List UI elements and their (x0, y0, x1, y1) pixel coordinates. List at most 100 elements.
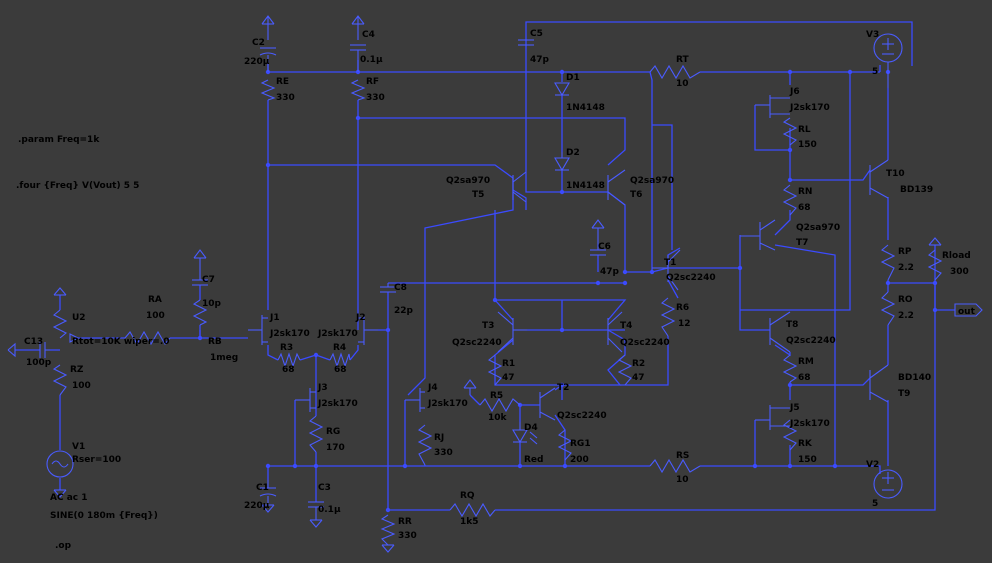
label-Rload-value: 300 (950, 267, 969, 277)
label-V2-name: V2 (866, 460, 879, 470)
param-directive[interactable]: .param Freq=1k (18, 135, 100, 145)
resistor-R1 (487, 354, 503, 386)
bjt-T7 (740, 219, 776, 251)
label-C3-name: C3 (318, 483, 331, 493)
label-D4-name: D4 (524, 423, 538, 433)
label-C8-value: 22p (394, 306, 414, 316)
label-RL-value: 150 (798, 140, 817, 150)
label-J5-value: J2sk170 (789, 419, 830, 429)
label-RO-value: 2.2 (898, 311, 914, 321)
label-T8-value: Q2sc2240 (786, 336, 836, 346)
bjt-T9 (869, 364, 889, 403)
resistor-RG1 (557, 429, 573, 461)
label-T4-name: T4 (620, 321, 632, 331)
label-T2-value: Q2sc2240 (557, 411, 607, 421)
label-C4-name: C4 (362, 30, 375, 40)
label-T7-value: Q2sa970 (796, 223, 840, 233)
label-RA-value: 100 (146, 311, 165, 321)
potentiometer-U2 (52, 309, 79, 343)
label-R2-value: 47 (632, 373, 645, 383)
label-T2-name: T2 (557, 383, 569, 393)
jfet-J2 (358, 315, 378, 345)
label-T6-name: T6 (630, 190, 642, 200)
label-C5-name: C5 (530, 29, 543, 39)
resistor-R2 (617, 354, 633, 386)
label-RL-name: RL (798, 125, 811, 135)
diode-symbols (512, 82, 570, 445)
out-net-flag[interactable]: out (954, 303, 983, 317)
label-RS-name: RS (676, 451, 689, 461)
label-RB-value: 1meg (210, 353, 238, 363)
label-RF-name: RF (366, 77, 379, 87)
label-RQ-value: 1k5 (460, 517, 479, 527)
resistor-R6 (660, 297, 676, 337)
label-RE-name: RE (276, 77, 289, 87)
label-R5-value: 10k (488, 413, 508, 423)
capacitor-C1 (259, 480, 277, 505)
label-RB-name: RB (208, 337, 222, 347)
resistor-R3 (277, 352, 301, 368)
label-T8-name: T8 (786, 320, 798, 330)
label-C2-value: 220µ (244, 57, 270, 67)
op-directive[interactable]: .op (55, 541, 72, 551)
capacitor-C5 (518, 39, 534, 46)
capacitor-C2 (259, 47, 277, 72)
label-J3-value: J2sk170 (317, 399, 358, 409)
resistor-RE (260, 79, 276, 101)
label-RP-name: RP (898, 247, 912, 257)
label-RJ-value: 330 (434, 448, 453, 458)
resistor-RG (308, 415, 324, 453)
label-RG-name: RG (326, 427, 340, 437)
label-R4-name: R4 (333, 343, 346, 353)
label-J3-name: J3 (317, 383, 328, 393)
source-V2 (873, 469, 903, 499)
label-C3-value: 0.1µ (318, 505, 341, 515)
jfet-J4 (405, 388, 425, 412)
resistor-RT (649, 64, 701, 80)
label-V1-value: Rser=100 (72, 455, 121, 465)
label-C7-name: C7 (202, 275, 215, 285)
diode-D4 (512, 422, 538, 445)
label-R4-value: 68 (334, 365, 347, 375)
label-J4-name: J4 (427, 383, 438, 393)
capacitor-C3 (308, 501, 324, 520)
resistor-RF (350, 79, 366, 101)
label-T9-name: T9 (898, 389, 910, 399)
resistor-RQ (449, 502, 496, 518)
label-T6-value: Q2sa970 (630, 176, 674, 186)
label-RK-value: 150 (798, 455, 817, 465)
transistor-symbols (248, 95, 889, 430)
label-RG1-name: RG1 (570, 439, 591, 449)
wires (15, 21, 955, 511)
label-D4-value: Red (524, 455, 543, 465)
resistor-RS (649, 458, 701, 474)
resistor-RR (380, 514, 396, 546)
label-J6-name: J6 (789, 87, 800, 97)
label-RG-value: 170 (326, 443, 345, 453)
label-T1-name: T1 (664, 258, 676, 268)
component-labels: C2 220µ C4 0.1µ C5 47p RE 330 RF 330 D1 … (24, 29, 971, 541)
resistor-RO (880, 291, 896, 326)
resistor-RZ (52, 364, 68, 396)
label-R5-name: R5 (490, 391, 503, 401)
label-RZ-value: 100 (72, 381, 91, 391)
jfet-J3 (295, 388, 316, 412)
diode-D2 (554, 152, 570, 172)
four-directive[interactable]: .four {Freq} V(Vout) 5 5 (16, 181, 139, 191)
label-RT-value: 10 (676, 79, 689, 89)
label-C7-value: 10p (202, 299, 222, 309)
capacitor-C13 (39, 342, 50, 358)
label-RE-value: 330 (276, 93, 295, 103)
label-D1-value: 1N4148 (566, 103, 605, 113)
source-V1 (46, 450, 74, 478)
label-T5-value: Q2sa970 (446, 176, 490, 186)
bjt-T5 (512, 171, 527, 203)
jfet-J6 (755, 95, 790, 118)
capacitor-C6 (590, 235, 606, 256)
label-C2-name: C2 (252, 38, 265, 48)
label-RK-name: RK (798, 439, 813, 449)
label-J5-name: J5 (789, 403, 800, 413)
label-J2-name: J2 (355, 313, 366, 323)
capacitor-symbols (39, 39, 606, 520)
